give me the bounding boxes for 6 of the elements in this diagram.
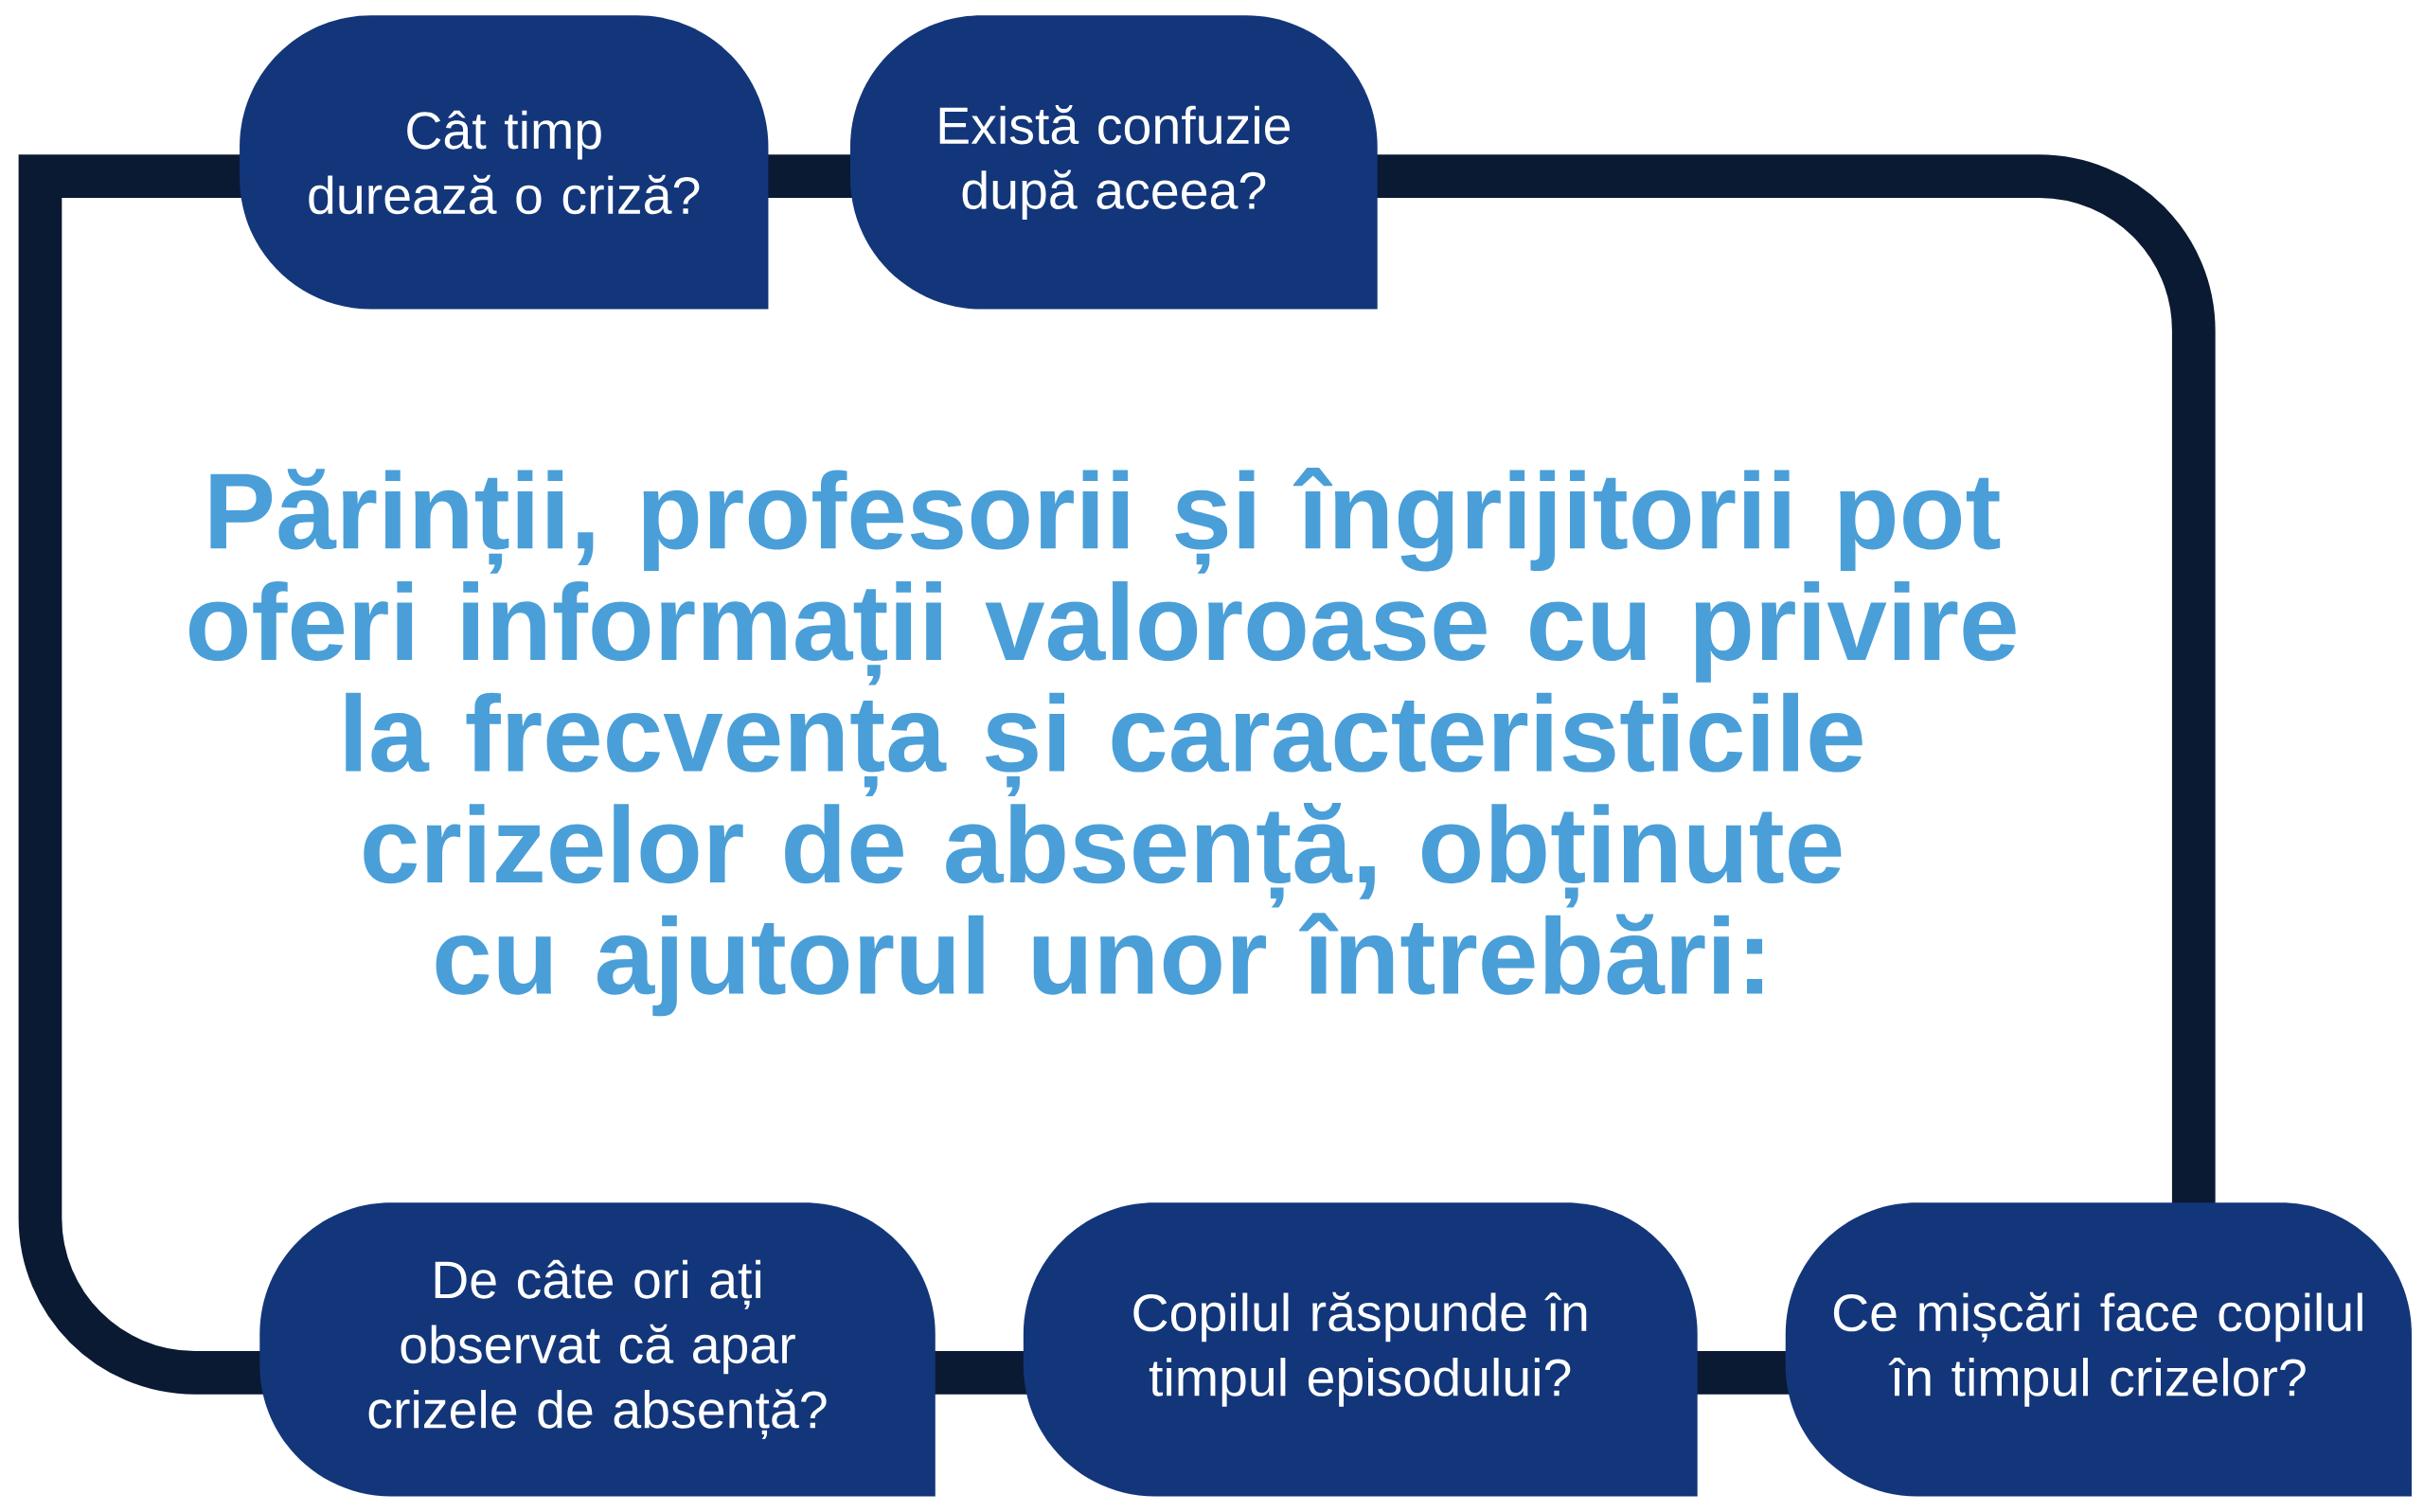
question-box: Există confuzie după aceea? bbox=[850, 15, 1378, 310]
question-box: Copilul răspunde în timpul episodului? bbox=[1023, 1202, 1698, 1497]
question-box: Cât timp durează o criză? bbox=[240, 15, 769, 310]
question-box: De câte ori ați observat că apar crizele de absență? bbox=[259, 1202, 936, 1497]
question-box: Ce mișcări face copilul în timpul crizelor? bbox=[1785, 1202, 2412, 1497]
heading: Părinții, profesorii și îngrijitorii pot oferi informații valoroase cu privire la frecvența și caracteristicile crizelor de absență, obținute cu ajutorul unor întrebări: bbox=[189, 468, 2016, 1017]
